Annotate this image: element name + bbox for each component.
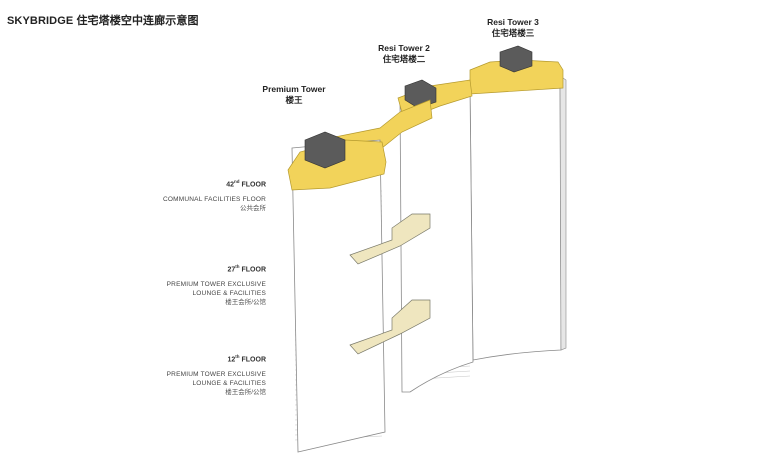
label-premium-tower: Premium Tower 楼王 [254,84,334,106]
premium-tower-rooftop-box [304,131,346,169]
floor-42-cn: 公共会所 [240,205,266,213]
resi-tower-2-en: Resi Tower 2 [378,43,430,53]
floor-12-desc-line2: LOUNGE & FACILITIES [192,380,266,388]
skybridge-27th-floor [349,213,431,265]
resi-tower-2-body [399,87,474,393]
resi-tower-3-body [469,75,562,361]
floor-42-callout: 42nd FLOOR COMMUNAL FACILITIES FLOOR 公共会… [163,177,266,213]
resi-tower-3-roof [469,59,564,95]
floor-12-heading: 12th FLOOR [227,354,267,364]
resi-tower-3-cn: 住宅塔楼三 [491,28,535,38]
floor-42-desc: COMMUNAL FACILITIES FLOOR [163,196,266,204]
floor-27-callout: 27th FLOOR PREMIUM TOWER EXCLUSIVE LOUNG… [167,262,266,307]
skybridge-12th-floor [349,299,431,355]
floor-12-desc-line1: PREMIUM TOWER EXCLUSIVE [166,371,266,379]
resi-tower-3-en: Resi Tower 3 [487,17,539,27]
label-resi-tower-2: Resi Tower 2 住宅塔楼二 [364,43,444,65]
resi-tower-3-side [559,75,567,351]
floor-27-heading: 27th FLOOR [227,264,267,274]
floor-12-cn: 楼王会所/公馆 [225,389,266,397]
floor-12-callout: 12th FLOOR PREMIUM TOWER EXCLUSIVE LOUNG… [167,352,266,397]
premium-tower-cn: 楼王 [285,95,303,105]
floor-27-desc-line2: LOUNGE & FACILITIES [192,290,266,298]
floor-27-cn: 楼王会所/公馆 [225,299,266,307]
resi-tower-2-cn: 住宅塔楼二 [382,54,426,64]
floor-42-heading: 42nd FLOOR [226,179,266,189]
resi-tower-3-rooftop-box [499,45,533,73]
premium-tower-en: Premium Tower [262,84,326,94]
label-resi-tower-3: Resi Tower 3 住宅塔楼三 [473,17,553,39]
diagram-title: SKYBRIDGE 住宅塔楼空中连廊示意图 [7,15,199,27]
floor-27-desc-line1: PREMIUM TOWER EXCLUSIVE [166,281,266,289]
